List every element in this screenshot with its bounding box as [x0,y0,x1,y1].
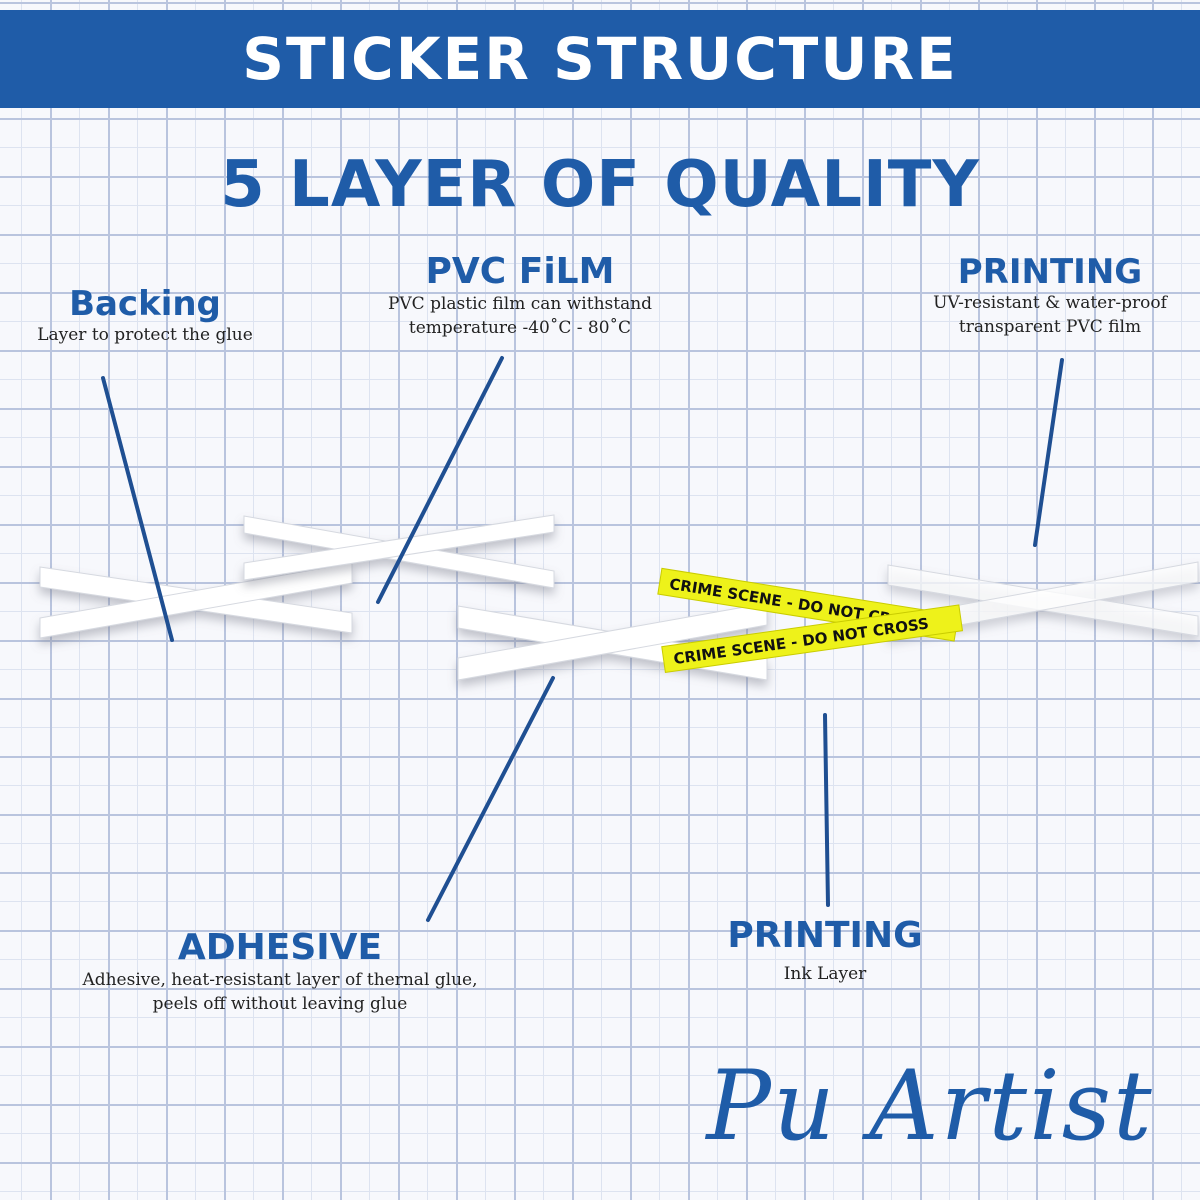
label-backing-title: Backing [69,284,221,324]
label-backing-desc: Layer to protect the glue [37,325,253,346]
header-banner: STICKER STRUCTURE [0,10,1200,108]
leader-backing [101,376,174,642]
label-printing-top: PRINTING UV-resistant & water-proof tran… [900,252,1200,339]
leader-printing-top [1033,358,1064,547]
brand-signature: Pu Artist [706,1050,1154,1162]
label-printing-bottom-title: PRINTING [727,915,923,956]
leader-adhesive [426,676,555,922]
label-adhesive-desc: Adhesive, heat-resistant layer of therna… [82,969,478,1014]
backing-strips [39,562,353,639]
leader-printing-bottom [823,713,830,907]
pvc-film-strips [243,514,555,589]
label-printing-bottom-desc: Ink Layer [783,963,867,984]
label-printing-bottom: PRINTING Ink Layer [680,916,970,986]
label-printing-top-desc: UV-resistant & water-proof transparent P… [933,293,1167,338]
label-pvc-film-desc: PVC plastic film can withstand temperatu… [387,293,653,338]
label-adhesive: ADHESIVE Adhesive, heat-resistant layer … [40,928,520,1016]
subtitle: 5 LAYER OF QUALITY [220,148,980,222]
label-pvc-film: PVC FiLM PVC plastic film can withstand … [330,252,710,340]
label-pvc-film-title: PVC FiLM [425,251,615,292]
leader-pvc-film [376,356,504,604]
label-backing: Backing Layer to protect the glue [0,284,290,347]
label-printing-top-title: PRINTING [957,252,1143,292]
page-title: STICKER STRUCTURE [242,25,958,93]
label-adhesive-title: ADHESIVE [177,927,383,968]
